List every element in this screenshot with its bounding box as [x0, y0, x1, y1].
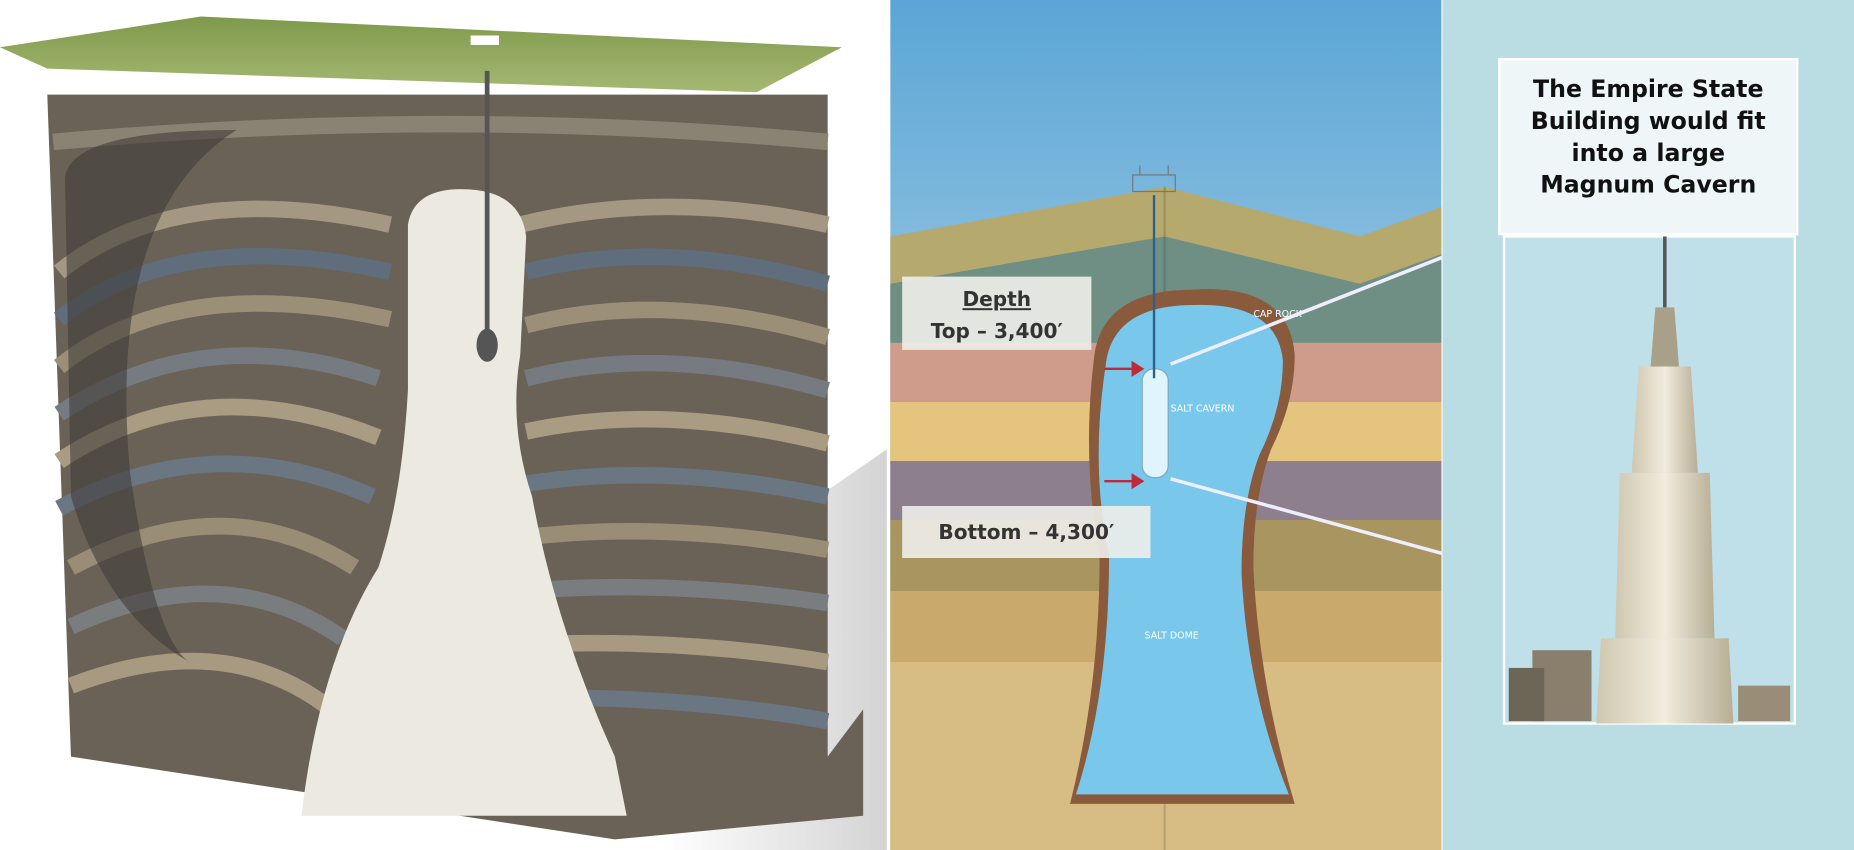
depth-arrows [1104, 360, 1145, 490]
salt-cavern [1141, 368, 1169, 479]
callout-box [1498, 57, 1799, 236]
cap-rock-label: CAP ROCK [1253, 309, 1302, 320]
callout-line-2: Building would fit [1531, 107, 1766, 135]
depth-bottom: Bottom – 4,300′ [938, 520, 1114, 544]
depth-heading: Depth [962, 287, 1031, 311]
surface-terrain [0, 16, 842, 93]
cavern-small [476, 328, 498, 362]
salt-dome-block-illustration [0, 16, 887, 850]
empire-state-building-image [1502, 235, 1797, 725]
salt-dome [1075, 304, 1289, 795]
salt-dome-label: SALT DOME [1145, 630, 1199, 641]
bottom-box [902, 505, 1151, 558]
surface-facility [470, 35, 499, 45]
callout-line-1: The Empire State [1533, 75, 1763, 103]
callout-line-3: into a large [1572, 139, 1725, 167]
depth-top: Top – 3,400′ [931, 319, 1063, 343]
wellhead-icon [1132, 165, 1176, 193]
salt-cavern-label: SALT CAVERN [1171, 403, 1235, 414]
salt-dome [301, 189, 627, 816]
depth-box [902, 276, 1092, 350]
cutaway-shadow [65, 130, 237, 663]
comparison-panel: The Empire State Building would fit into… [1442, 0, 1854, 850]
callout-line-4: Magnum Cavern [1540, 171, 1756, 199]
cross-section-diagram: CAP ROCK SALT CAVERN SALT DOME Depth Top… [890, 0, 1503, 850]
